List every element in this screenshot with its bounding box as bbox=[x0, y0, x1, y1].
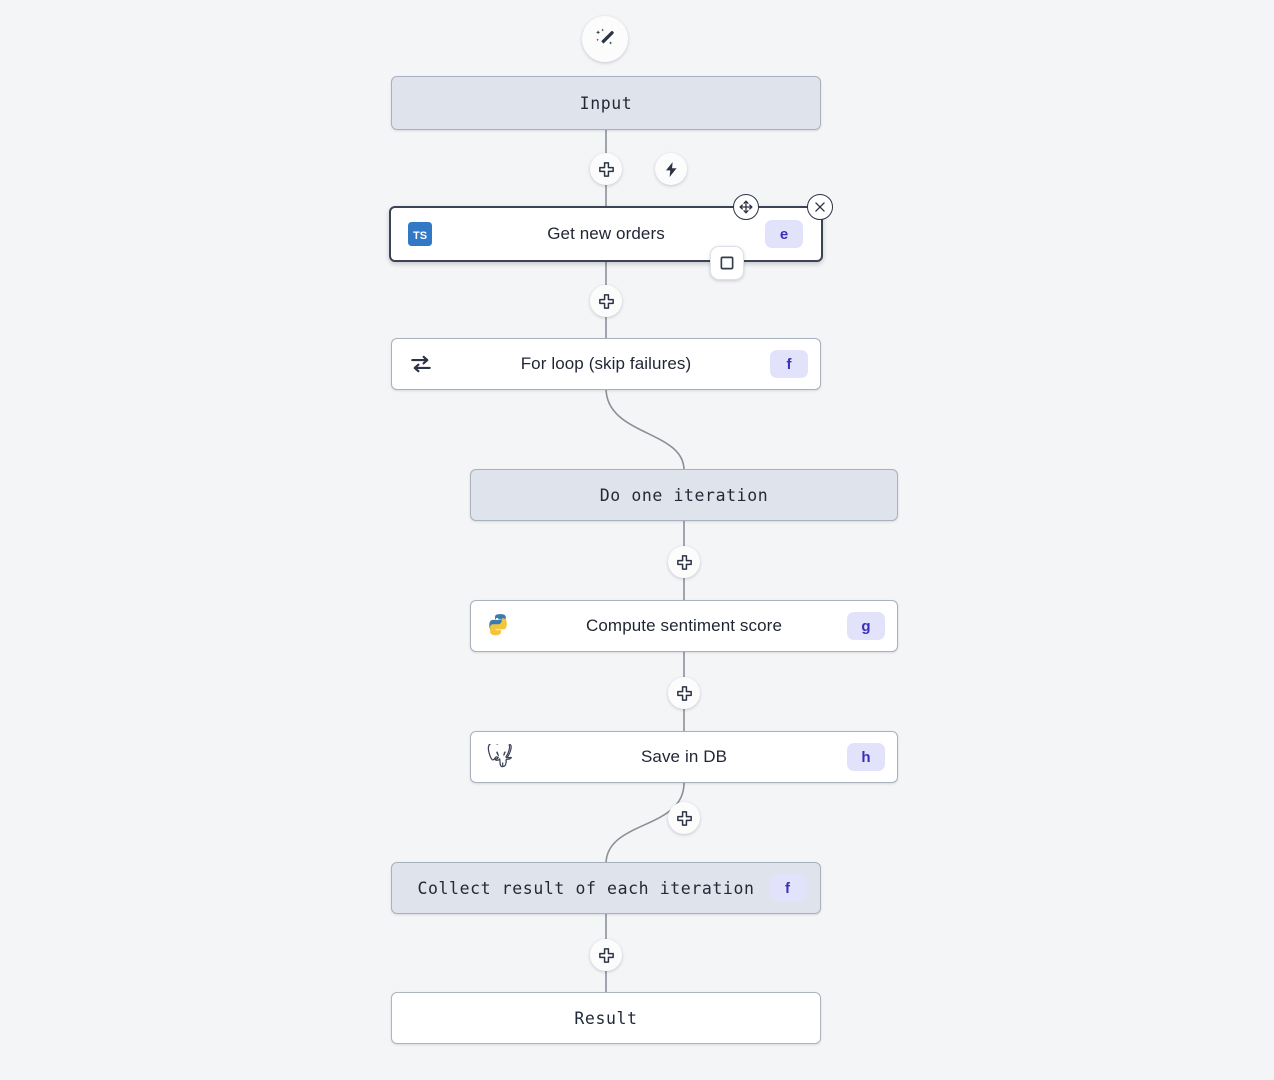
node-result-label: Result bbox=[574, 1008, 638, 1028]
close-button[interactable] bbox=[807, 194, 833, 220]
add-step-button-after-savedb[interactable] bbox=[668, 802, 700, 834]
trigger-button[interactable] bbox=[655, 153, 687, 185]
add-step-button-after-input[interactable] bbox=[590, 153, 622, 185]
node-save-in-db-label: Save in DB bbox=[640, 747, 728, 766]
magic-wand-icon bbox=[596, 28, 614, 45]
magic-wand-button[interactable] bbox=[582, 16, 628, 62]
loop-icon bbox=[406, 349, 436, 379]
node-compute-sentiment-score-label: Compute sentiment score bbox=[586, 616, 782, 635]
move-arrows-icon bbox=[739, 200, 753, 214]
node-do-one-iteration[interactable]: Do one iteration bbox=[470, 469, 898, 521]
edge-forloop-to-iteration bbox=[605, 387, 685, 471]
node-for-loop-label: For loop (skip failures) bbox=[520, 354, 692, 373]
node-save-in-db[interactable]: Save in DB h bbox=[470, 731, 898, 783]
plus-icon bbox=[598, 161, 614, 177]
node-input[interactable]: Input bbox=[391, 76, 821, 130]
plus-icon bbox=[676, 685, 692, 701]
add-step-button-after-iteration[interactable] bbox=[668, 546, 700, 578]
add-step-button-after-collect[interactable] bbox=[590, 939, 622, 971]
postgresql-icon bbox=[485, 742, 515, 772]
close-icon bbox=[815, 202, 825, 212]
add-step-button-after-sentiment[interactable] bbox=[668, 677, 700, 709]
node-input-label: Input bbox=[579, 93, 633, 113]
typescript-icon: TS bbox=[405, 219, 435, 249]
node-get-new-orders-label: Get new orders bbox=[547, 224, 665, 243]
move-handle-icon[interactable] bbox=[733, 194, 759, 220]
plus-icon bbox=[676, 554, 692, 570]
plus-icon bbox=[598, 293, 614, 309]
add-step-button-after-orders[interactable] bbox=[590, 285, 622, 317]
node-do-one-iteration-label: Do one iteration bbox=[599, 485, 769, 505]
node-for-loop-badge: f bbox=[770, 350, 808, 378]
plus-icon bbox=[676, 810, 692, 826]
node-for-loop[interactable]: For loop (skip failures) f bbox=[391, 338, 821, 390]
node-collect-result-label: Collect result of each iteration bbox=[417, 878, 755, 898]
node-get-new-orders-badge: e bbox=[765, 220, 803, 248]
node-get-new-orders[interactable]: TS Get new orders e bbox=[389, 194, 833, 280]
node-collect-result[interactable]: Collect result of each iteration f bbox=[391, 862, 821, 914]
node-result[interactable]: Result bbox=[391, 992, 821, 1044]
node-compute-sentiment-score-badge: g bbox=[847, 612, 885, 640]
node-compute-sentiment-score[interactable]: Compute sentiment score g bbox=[470, 600, 898, 652]
svg-text:TS: TS bbox=[413, 230, 427, 242]
plus-icon bbox=[598, 947, 614, 963]
node-save-in-db-badge: h bbox=[847, 743, 885, 771]
python-icon bbox=[485, 611, 515, 641]
stop-square-icon bbox=[720, 256, 734, 270]
stop-button[interactable] bbox=[710, 246, 744, 280]
node-collect-result-badge: f bbox=[768, 874, 807, 902]
lightning-bolt-icon bbox=[665, 161, 677, 177]
